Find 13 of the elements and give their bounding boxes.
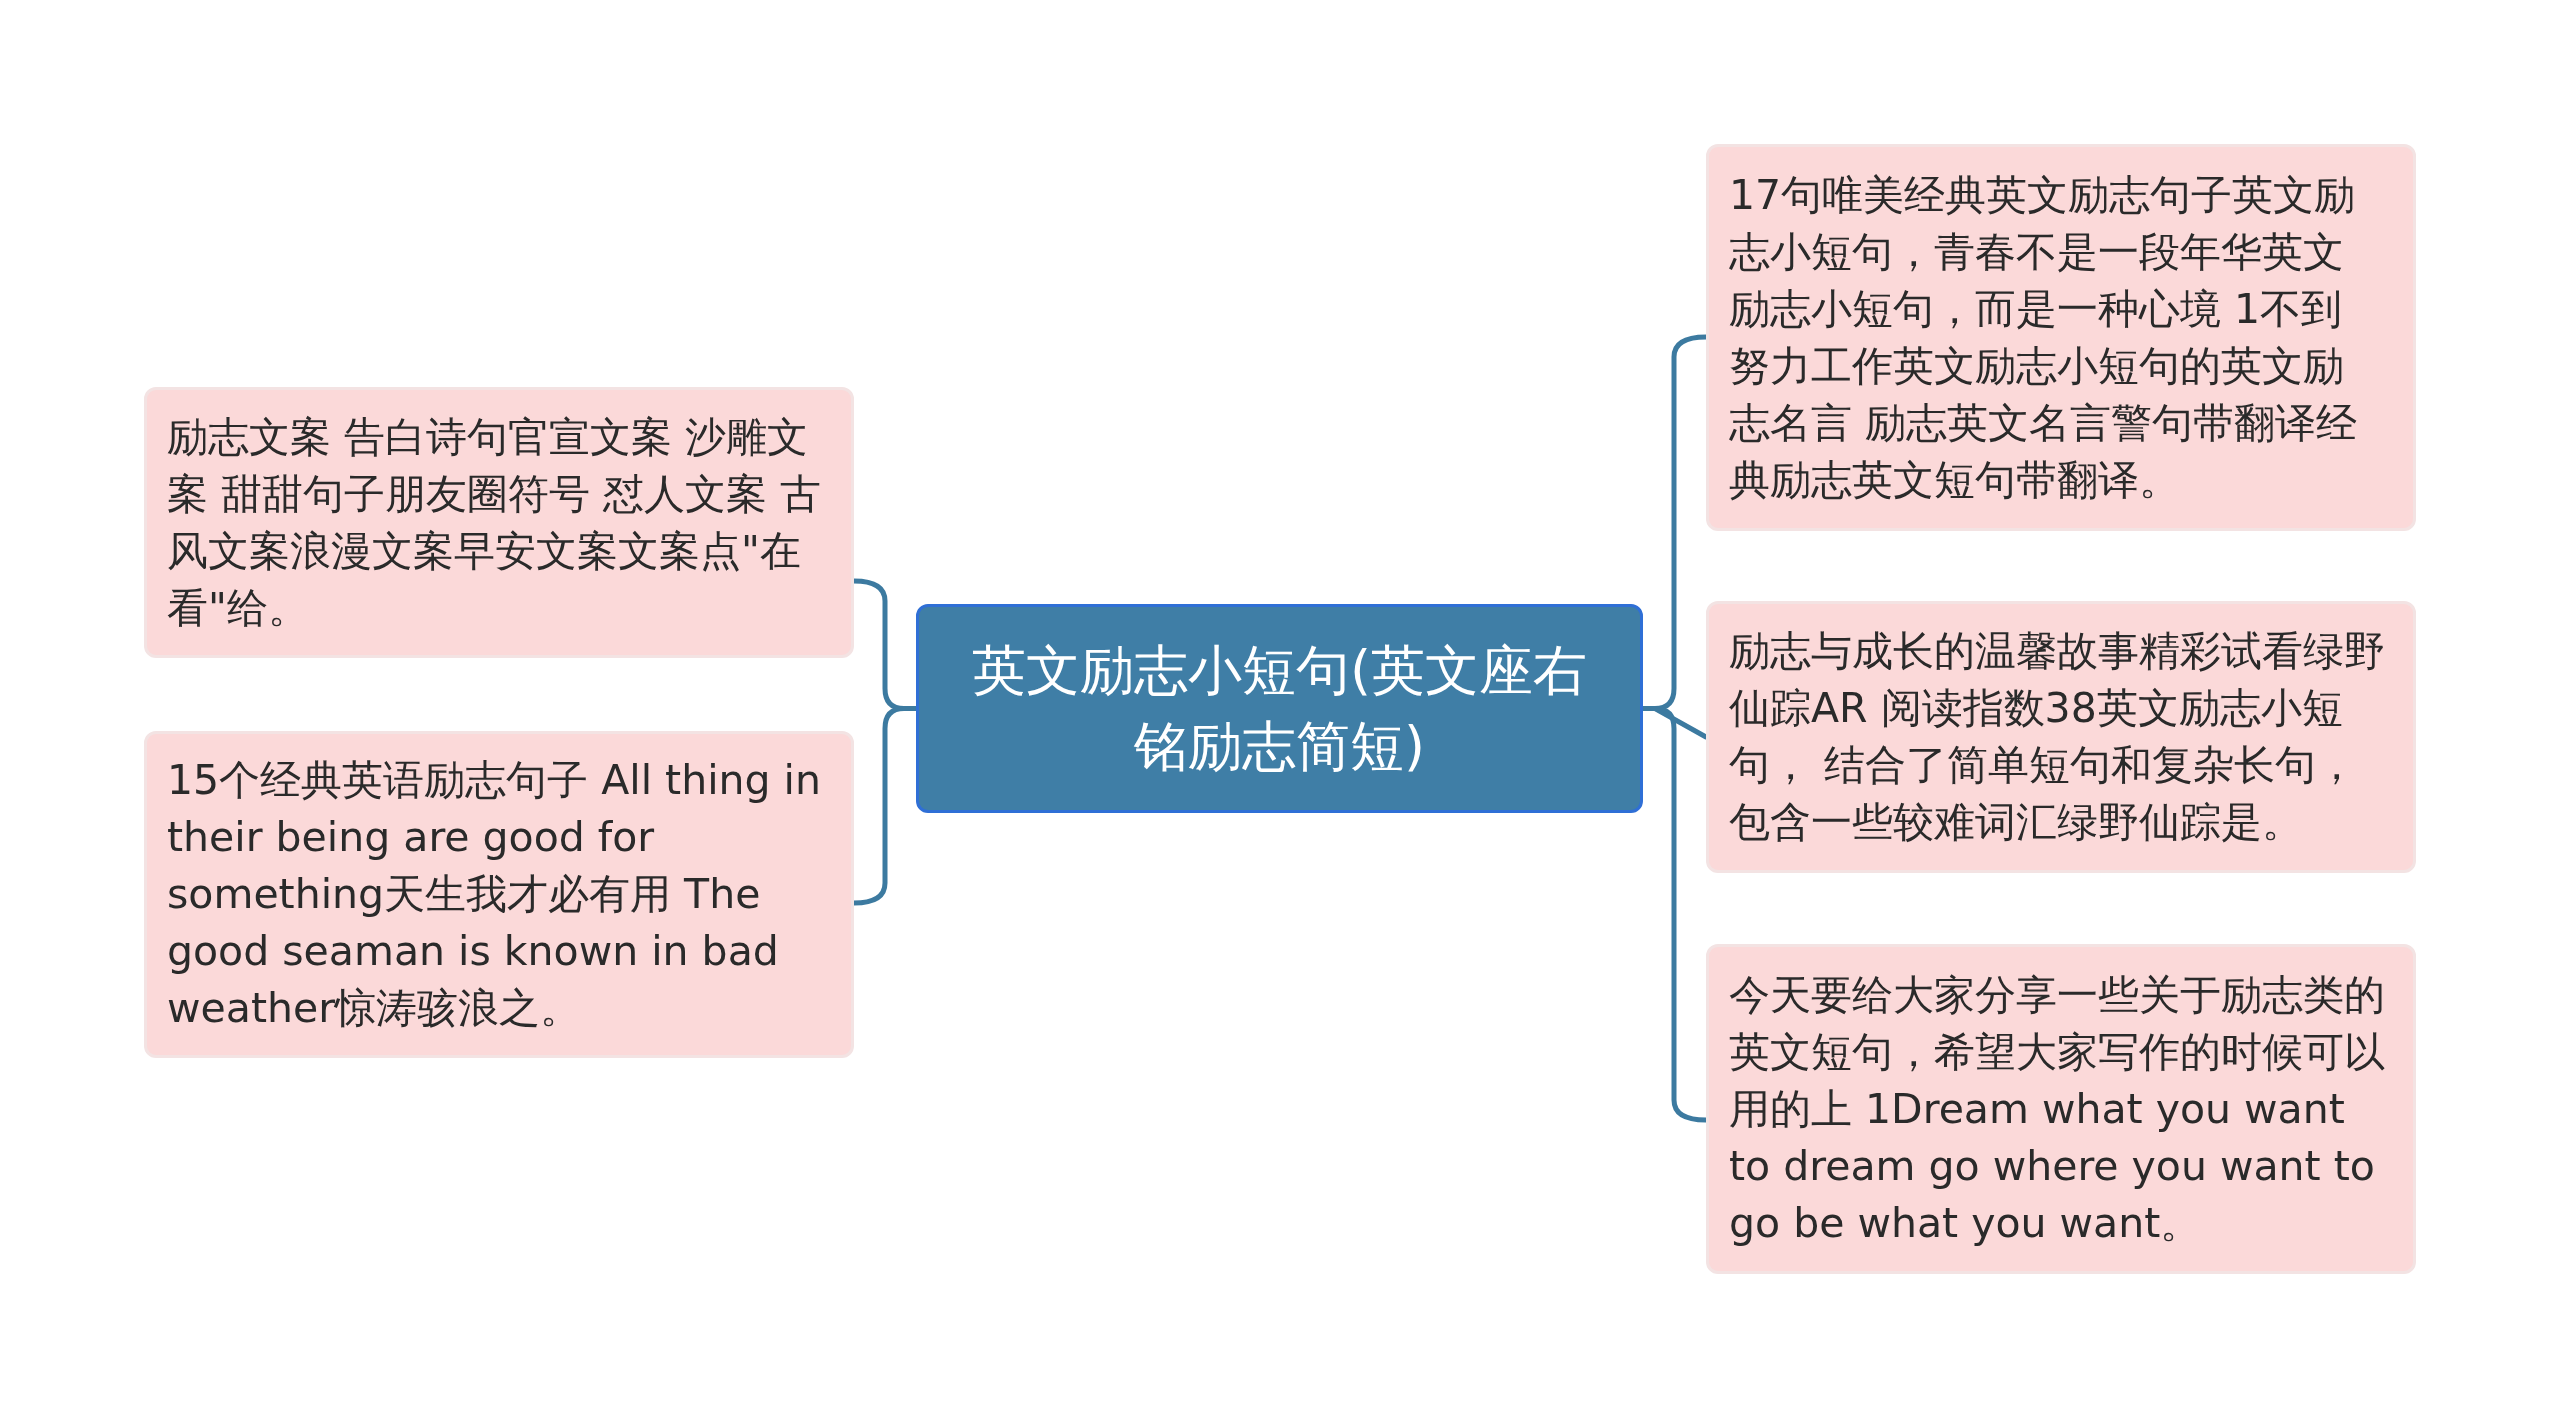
topic-text: 17句唯美经典英文励志句子英文励志小短句，青春不是一段年华英文励志小短句，而是一种心境 1不到努力工作英文励志小短句的英文励志名言 励志英文名言警句带翻译经典励志英文短句带翻译。 <box>1729 169 2359 506</box>
topic-box <box>144 387 854 658</box>
topic-box <box>1706 144 2416 531</box>
topic-box <box>144 731 854 1058</box>
topic-text: 英文励志小短句(英文座右铭励志简短) <box>970 637 1589 780</box>
topic-box <box>1706 944 2416 1274</box>
topic-text: 励志与成长的温馨故事精彩试看绿野仙踪AR 阅读指数38英文励志小短句， 结合了简单短句和复杂长句，包含一些较难词汇绿野仙踪是。 <box>1729 626 2386 848</box>
topic-box <box>1706 601 2416 873</box>
topic-text: 15个经典英语励志句子 All thing in their being are good for something天生我才必有用 The good seaman is known in bad weather惊涛骇浪之。 <box>167 755 822 1034</box>
connector-line <box>851 706 919 906</box>
topic-text: 今天要给大家分享一些关于励志类的英文短句，希望大家写作的时候可以用的上 1Dream what you want to dream go where you want to go be what you want。 <box>1729 969 2386 1249</box>
topic-text: 励志文案 告白诗句官宣文案 沙雕文案 甜甜句子朋友圈符号 怼人文案 古风文案浪漫文案早安文案文案点"在看"给。 <box>167 411 823 634</box>
central-topic-box <box>916 604 1643 813</box>
